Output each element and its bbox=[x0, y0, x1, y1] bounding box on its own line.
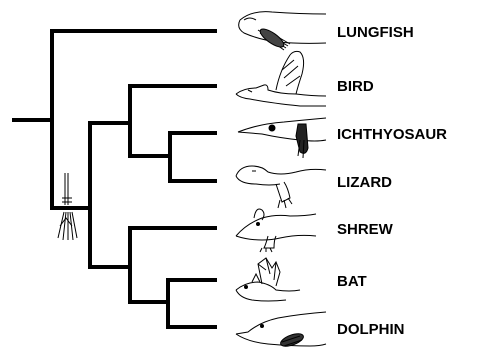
label-ichthyosaur: ICHTHYOSAUR bbox=[337, 126, 447, 143]
label-shrew: SHREW bbox=[337, 221, 394, 238]
taxa-labels: LUNGFISH BIRD ICHTHYOSAUR LIZARD SHREW B… bbox=[337, 24, 447, 338]
ichthyosaur-icon bbox=[238, 118, 326, 158]
label-lungfish: LUNGFISH bbox=[337, 24, 414, 41]
tree-branches bbox=[14, 31, 215, 327]
shrew-icon bbox=[236, 209, 316, 252]
dolphin-icon bbox=[236, 312, 326, 349]
label-bat: BAT bbox=[337, 273, 367, 290]
lungfish-icon bbox=[239, 12, 326, 50]
lizard-icon bbox=[236, 166, 326, 208]
bat-icon bbox=[236, 258, 300, 301]
bird-icon bbox=[236, 51, 326, 106]
label-dolphin: DOLPHIN bbox=[337, 321, 405, 338]
label-lizard: LIZARD bbox=[337, 174, 392, 191]
label-bird: BIRD bbox=[337, 78, 374, 95]
taxa-icons bbox=[236, 12, 326, 349]
